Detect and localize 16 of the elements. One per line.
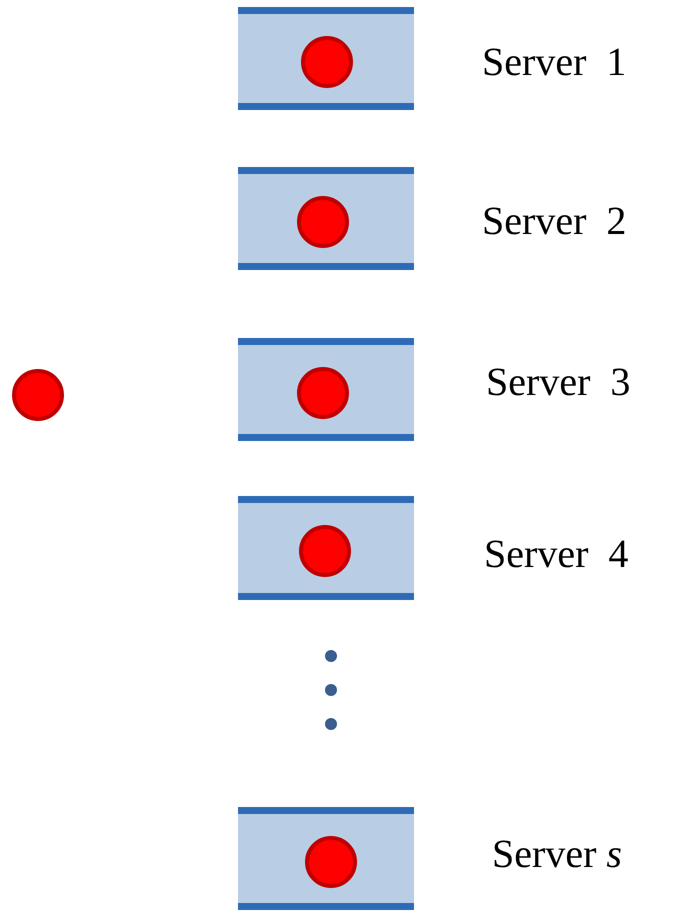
customer-circle [299,525,351,577]
customer-circle [12,369,64,421]
server-box [238,496,414,600]
server-label: Server s [492,830,622,877]
server-box [238,7,414,110]
customer-circle [297,196,349,248]
customer-circle [305,836,357,888]
server-label: Server 2 [482,197,626,244]
server-label: Server 1 [482,38,626,85]
server-box [238,338,414,441]
customer-circle [297,367,349,419]
customer-circle [301,36,353,88]
server-label: Server 4 [484,530,628,577]
server-label: Server 3 [486,358,630,405]
server-box [238,807,414,910]
server-box [238,167,414,270]
